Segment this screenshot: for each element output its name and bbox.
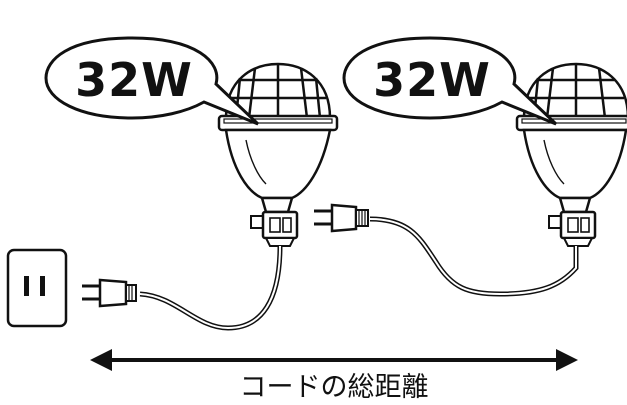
power-plug-icon — [82, 278, 137, 308]
power-cord-left — [139, 245, 283, 331]
double-arrow-icon — [90, 349, 578, 371]
lamp-shade — [522, 128, 627, 200]
cord-length-caption: コードの総距離 — [240, 372, 429, 403]
wattage-label-left: 32W — [75, 53, 193, 107]
wattage-label-right: 32W — [373, 53, 491, 107]
wall-outlet-icon — [6, 248, 68, 328]
lamp-left — [217, 62, 339, 247]
lamp-shade — [224, 128, 332, 200]
power-cord-right — [369, 216, 579, 297]
lamp-cage-icon — [224, 62, 332, 120]
wattage-bubble-right: 32W — [342, 36, 558, 126]
power-plug-icon — [314, 203, 369, 233]
wattage-bubble-left: 32W — [44, 36, 260, 126]
lamp-right — [515, 62, 627, 247]
